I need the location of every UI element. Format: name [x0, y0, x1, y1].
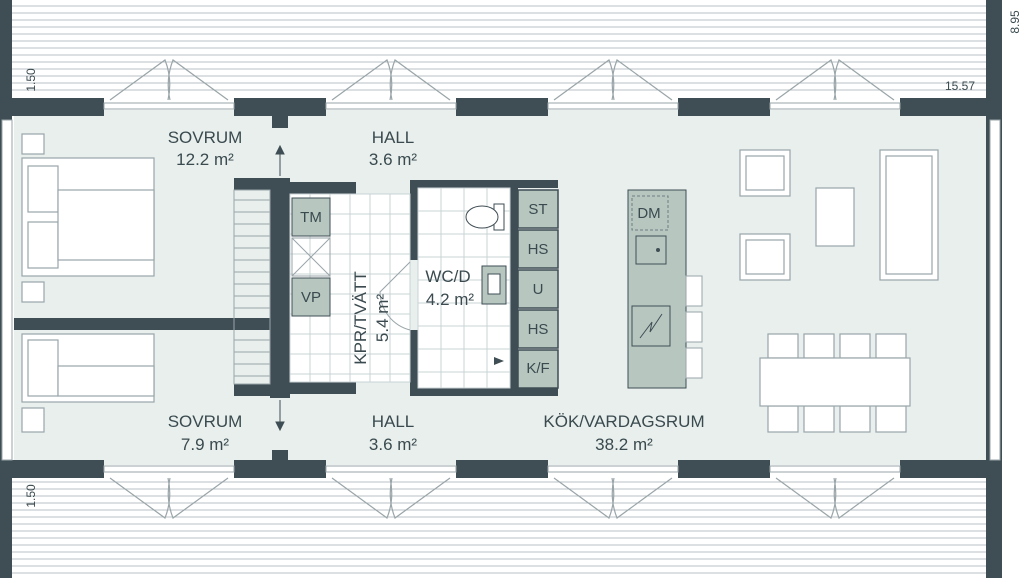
heat-pump [291, 277, 331, 317]
top-wall [0, 98, 1002, 116]
direction-arrows [275, 144, 285, 432]
double-bed [21, 133, 155, 303]
room-sovrum-bottom-name: SOVRUM [168, 412, 243, 431]
fixture-dm-label: DM [637, 205, 660, 222]
living-furniture [739, 149, 939, 281]
closet-column [517, 189, 559, 389]
room-kok-name: KÖK/VARDAGSRUM [543, 412, 704, 431]
fixture-st-label: ST [528, 201, 547, 218]
room-hall-top-area: 3.6 m² [369, 150, 418, 169]
fixture-tm-label: TM [300, 209, 322, 226]
bedroom-divider-wall [14, 318, 270, 330]
fixture-u-label: U [533, 281, 544, 298]
pillar-top [272, 114, 288, 128]
sink-icon [481, 265, 507, 305]
room-wc-area: 4.2 m² [426, 290, 475, 309]
arrow-icon [494, 357, 504, 365]
bar-stools [685, 275, 703, 379]
room-kok-area: 38.2 m² [595, 435, 653, 454]
bottom-openings [103, 465, 901, 473]
dim-depth: 8.95 [1008, 10, 1022, 34]
door-swings-bottom [109, 477, 895, 519]
deck-bottom [12, 481, 986, 574]
core-walls [234, 178, 558, 398]
stair-hatch [233, 189, 271, 385]
wc-door-swing [379, 261, 411, 331]
dim-width: 15.57 [945, 79, 975, 93]
fixture-hs1-label: HS [528, 241, 549, 258]
dim-deck-top: 1.50 [24, 68, 38, 92]
single-bed [21, 333, 155, 433]
kitchen-island [627, 189, 687, 389]
room-sovrum-top-area: 12.2 m² [176, 150, 234, 169]
room-kpr-name: KPR/TVÄTT [351, 271, 370, 365]
room-hall-top-name: HALL [372, 128, 415, 147]
dim-deck-bottom: 1.50 [24, 484, 38, 508]
pillar-bottom [272, 450, 288, 464]
room-hall-bottom-name: HALL [372, 412, 415, 431]
room-sovrum-bottom-area: 7.9 m² [181, 435, 230, 454]
room-wc-name: WC/D [425, 267, 470, 286]
top-openings [103, 102, 901, 110]
door-swings-top [109, 59, 895, 101]
toilet-icon [465, 203, 505, 231]
room-hall-bottom-area: 3.6 m² [369, 435, 418, 454]
deck-top [12, 5, 986, 91]
dining-table [759, 333, 911, 433]
fixture-vp-label: VP [301, 289, 321, 306]
room-kpr-area: 5.4 m² [373, 294, 392, 343]
bottom-wall [0, 460, 1002, 478]
side-windows [1, 119, 1001, 461]
fixture-hs2-label: HS [528, 321, 549, 338]
laundry-x [291, 237, 331, 277]
fixture-kf-label: K/F [526, 360, 549, 377]
washing-machine [291, 197, 331, 237]
room-sovrum-top-name: SOVRUM [168, 128, 243, 147]
